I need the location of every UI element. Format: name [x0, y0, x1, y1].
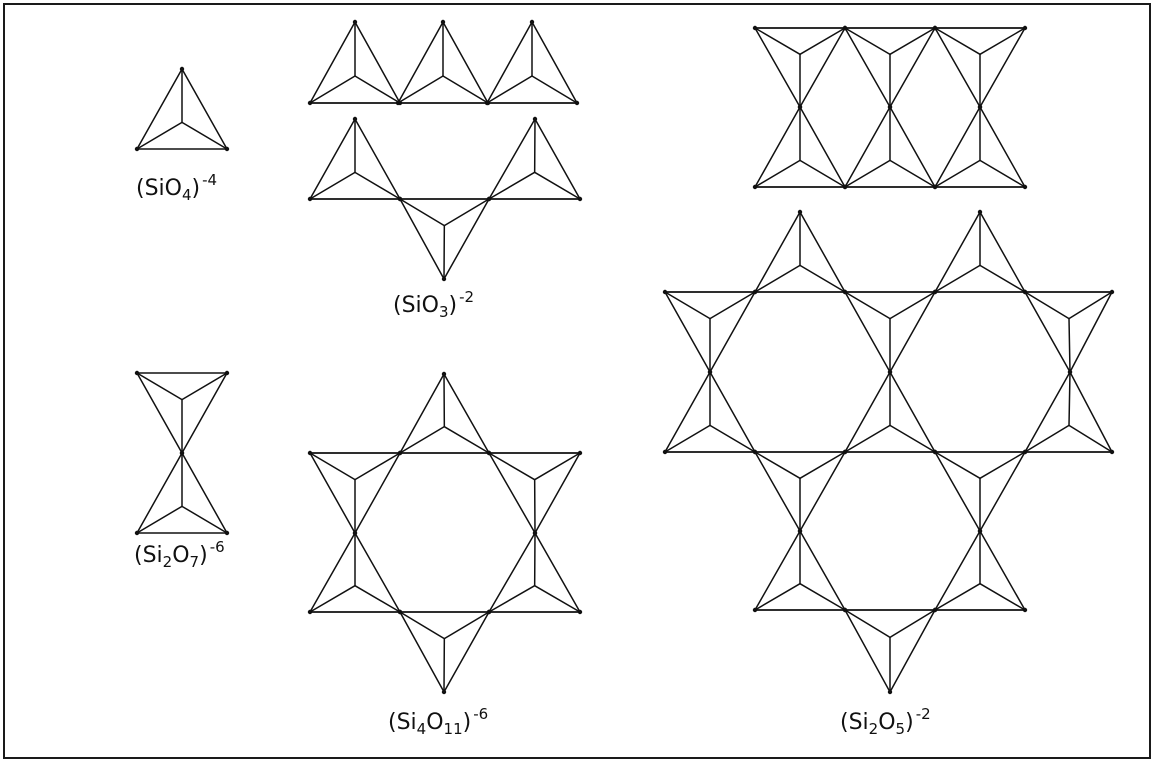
tetrahedron [307, 450, 403, 536]
formula-si4o11: (Si4O11)-6 [388, 705, 489, 738]
tetrahedron [484, 19, 580, 106]
structure-sio3-zigzag [307, 116, 583, 282]
tetrahedron [134, 450, 230, 536]
tetrahedron [486, 116, 583, 202]
tetrahedron [842, 104, 938, 190]
tetrahedron [486, 530, 583, 615]
tetrahedron [932, 25, 1028, 110]
structure-si2o5-sheet [662, 209, 1115, 695]
tetrahedron [307, 530, 403, 615]
tetrahedron [397, 196, 492, 282]
tetrahedron [1022, 369, 1115, 455]
formula-sio3: (SiO3)-2 [393, 288, 475, 321]
tetrahedron [932, 209, 1028, 295]
tetrahedron [134, 370, 230, 456]
tetrahedron [932, 104, 1028, 190]
formula-si2o7: (Si2O7)-6 [134, 538, 225, 571]
tetrahedron [397, 609, 492, 695]
tetrahedron [397, 371, 492, 456]
tetrahedron [134, 66, 230, 152]
tetrahedron [842, 25, 938, 110]
diagram-frame [3, 3, 1151, 759]
structure-si4o11 [307, 371, 583, 695]
tetrahedron [932, 528, 1028, 613]
formula-si2o5: (Si2O5)-2 [840, 705, 931, 738]
tetrahedron [752, 104, 848, 190]
structure-si2o5-band [752, 25, 1028, 190]
structure-sio4 [134, 66, 230, 152]
tetrahedron [752, 528, 848, 613]
tetrahedron [307, 116, 403, 202]
tetrahedron [752, 25, 848, 110]
tetrahedron [1022, 289, 1115, 375]
tetrahedron [307, 19, 403, 106]
tetrahedron [932, 449, 1028, 534]
structure-sio3-chain [307, 19, 580, 106]
tetrahedron [842, 289, 938, 375]
tetrahedron [752, 449, 848, 534]
formula-sio4: (SiO4)-4 [136, 171, 218, 204]
tetrahedron [662, 289, 758, 375]
structure-si2o7 [134, 370, 230, 536]
tetrahedron [486, 450, 583, 536]
tetrahedron [842, 607, 938, 695]
tetrahedron [752, 209, 848, 295]
tetrahedron [395, 19, 491, 106]
tetrahedron [662, 369, 758, 455]
tetrahedron [842, 369, 938, 455]
